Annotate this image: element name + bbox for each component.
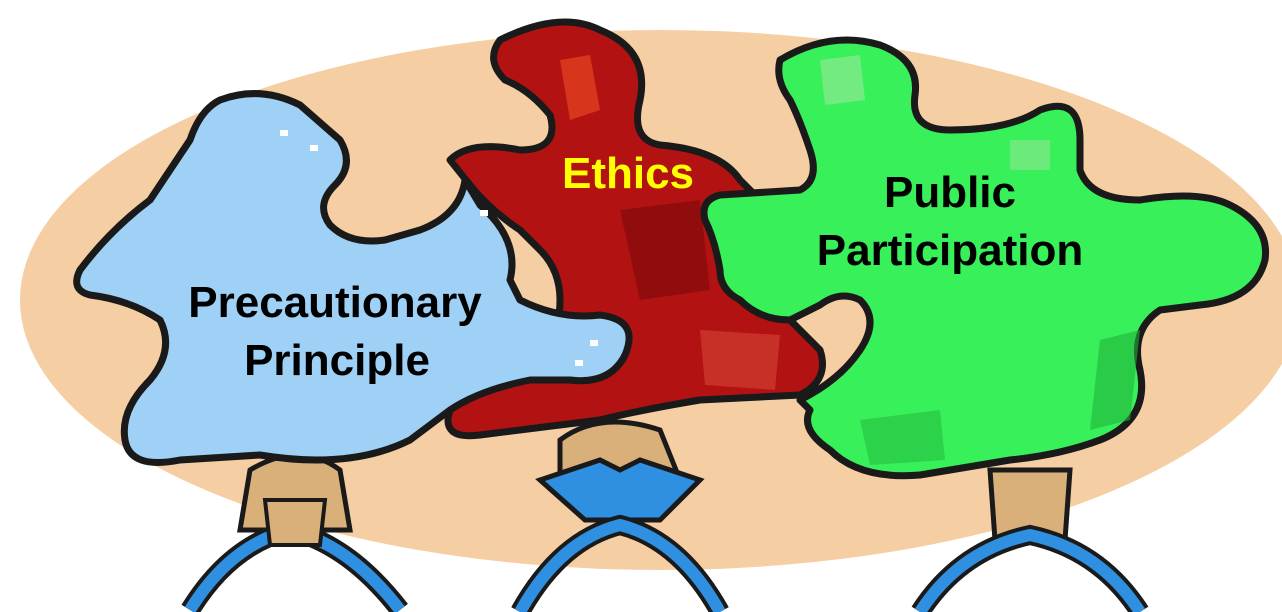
public-label-line2: Participation [817, 226, 1084, 275]
public-participation-puzzle-piece [700, 36, 1270, 480]
precautionary-puzzle-piece [73, 90, 633, 466]
precautionary-label-line2: Principle [244, 336, 430, 385]
ethics-label: Ethics [562, 149, 694, 198]
ethics-puzzle-piece [444, 18, 826, 440]
right-figure-icon [911, 467, 1149, 612]
public-label-line1: Public [884, 168, 1016, 217]
precautionary-label-line1: Precautionary [188, 278, 482, 327]
left-figure-icon [181, 452, 408, 612]
center-figure-icon [511, 419, 729, 612]
